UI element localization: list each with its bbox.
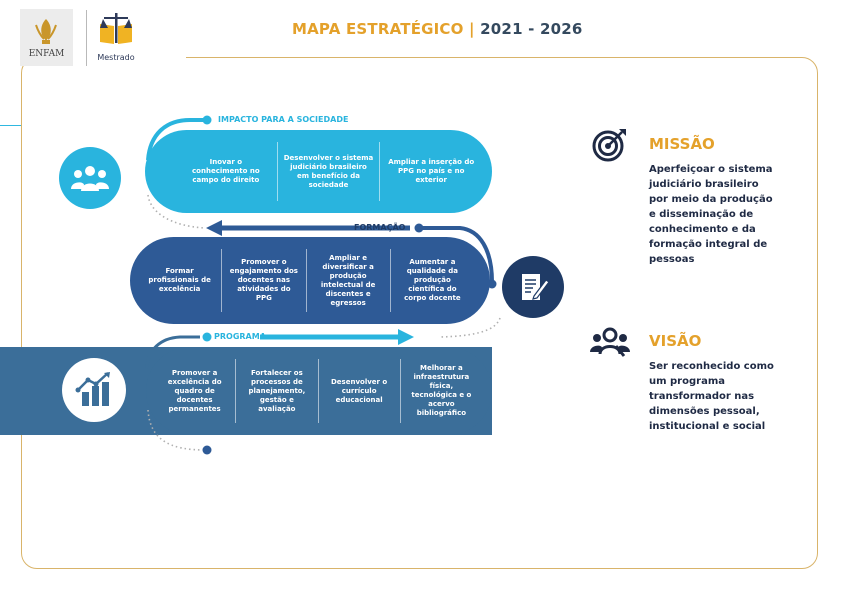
label-formacao: FORMAÇÃO (354, 223, 406, 232)
title-separator: | (469, 20, 475, 38)
accent-line (0, 125, 21, 126)
visao-text: Ser reconhecido como um programa transfo… (649, 361, 774, 432)
growth-chart-icon (75, 372, 110, 406)
target-icon (592, 129, 626, 162)
scales-book-icon (100, 13, 132, 44)
mestrado-logo: Mestrado (94, 8, 138, 68)
formacao-item: Ampliar e diversificar a produção intele… (305, 249, 390, 312)
title-main: MAPA ESTRATÉGICO (292, 20, 464, 38)
logo-divider (86, 10, 87, 66)
vision-people-icon (590, 327, 630, 357)
programa-item: Desenvolver o currículo educacional (317, 359, 400, 423)
programa-item: Fortalecer os processos de planejamento,… (235, 359, 317, 423)
formacao-item: Formar profissionais de excelência (148, 267, 211, 293)
people-group-icon (71, 166, 109, 191)
mestrado-logo-text: Mestrado (97, 53, 135, 62)
growth-circle (62, 358, 126, 422)
enfam-logo-text: ENFAM (28, 49, 65, 59)
page-title: MAPA ESTRATÉGICO | 2021 - 2026 (292, 20, 583, 38)
content-frame (21, 57, 818, 569)
missao-title: MISSÃO (649, 135, 715, 153)
label-impacto: IMPACTO PARA A SOCIEDADE (218, 115, 349, 124)
programa-item: Melhorar a infraestrutura física, tecnol… (399, 359, 482, 423)
document-pen-icon (522, 274, 550, 300)
people-circle (59, 147, 121, 209)
document-circle (502, 256, 564, 318)
impacto-pill: Inovar o conhecimento no campo do direit… (145, 130, 492, 213)
programa-pill: Promover a excelência do quadro de docen… (146, 347, 492, 435)
title-years: 2021 - 2026 (480, 20, 583, 38)
programa-item: Promover a excelência do quadro de docen… (167, 368, 222, 413)
impacto-item: Desenvolver o sistema judiciário brasile… (276, 142, 380, 201)
visao-title: VISÃO (649, 332, 702, 350)
formacao-pill: Formar profissionais de excelência Promo… (130, 237, 490, 324)
label-programa: PROGRAMA (214, 332, 266, 341)
enfam-logo: ENFAM (20, 9, 73, 66)
formacao-item: Promover o engajamento dos docentes nas … (221, 249, 305, 312)
formacao-item: Aumentar a qualidade da produção científ… (389, 249, 474, 312)
impacto-item: Inovar o conhecimento no campo do direit… (192, 158, 260, 184)
impacto-item: Ampliar a inserção do PPG no país e no e… (379, 142, 482, 201)
enfam-logo-icon (35, 19, 57, 44)
missao-text: Aperfeiçoar o sistema judiciário brasile… (649, 164, 773, 265)
